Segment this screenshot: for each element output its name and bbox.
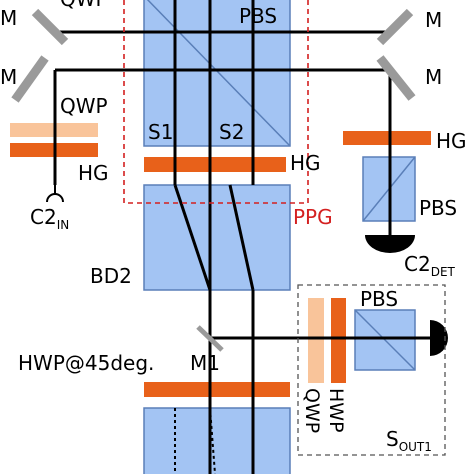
mirror-top-right (376, 8, 414, 46)
label-s2: S2 (219, 120, 244, 144)
label-c2-det-main: C2 (404, 252, 431, 276)
label-hwp-vertical: HWP (325, 388, 347, 433)
label-hg-right: HG (436, 129, 467, 153)
label-m-top-right: M (425, 8, 442, 32)
label-m-mid-left: M (0, 65, 17, 89)
mirror-mid-right (376, 55, 416, 101)
label-s-out1-main: S (386, 427, 399, 451)
label-c2-in-main: C2 (30, 205, 57, 229)
label-s-out1: SOUT1 (386, 427, 432, 454)
label-s-out1-sub: OUT1 (399, 440, 432, 454)
label-c2-in: C2IN (30, 205, 69, 232)
mirrors (11, 8, 416, 103)
label-m1: M1 (190, 351, 220, 375)
pbs-sout-cube (354, 309, 416, 371)
detector-c2-det (365, 235, 415, 253)
label-hg-left: HG (78, 161, 109, 185)
qwp-plate-vertical (308, 298, 324, 383)
mirror-top-left (31, 8, 69, 46)
hg-plate-center (144, 157, 286, 172)
c2-in-coupler (46, 185, 64, 203)
mirror-mid-left (11, 55, 49, 103)
label-pbs-top: PBS (239, 4, 277, 28)
label-qwp-vertical: QWP (301, 388, 323, 433)
label-m-mid-right: M (425, 65, 442, 89)
label-hwp45: HWP@45deg. (18, 351, 154, 375)
label-hg-center: HG (290, 151, 321, 175)
label-pbs-right: PBS (419, 196, 457, 220)
label-c2-det: C2DET (404, 252, 456, 279)
label-ppg: PPG (293, 205, 333, 229)
hwp45-plate (144, 382, 290, 397)
label-m-top-left: M (0, 6, 17, 30)
s-out1-box (297, 284, 446, 456)
hg-plate-right (343, 131, 431, 145)
mirror-m1 (196, 325, 224, 352)
beam-paths (53, 0, 430, 474)
label-c2-det-sub: DET (431, 265, 456, 279)
label-s1: S1 (148, 120, 173, 144)
ppg-box (123, 0, 309, 204)
detector-s-out (430, 320, 448, 356)
label-qwp-top: QWP (60, 0, 108, 11)
label-c2-in-sub: IN (57, 218, 70, 232)
bottom-beam-displacer (143, 407, 291, 474)
label-bd2: BD2 (90, 264, 132, 288)
bd2-beam-displacer (143, 184, 291, 291)
label-pbs-sout: PBS (360, 287, 398, 311)
label-qwp-left: QWP (60, 94, 108, 118)
hwp-plate-vertical (331, 298, 346, 383)
